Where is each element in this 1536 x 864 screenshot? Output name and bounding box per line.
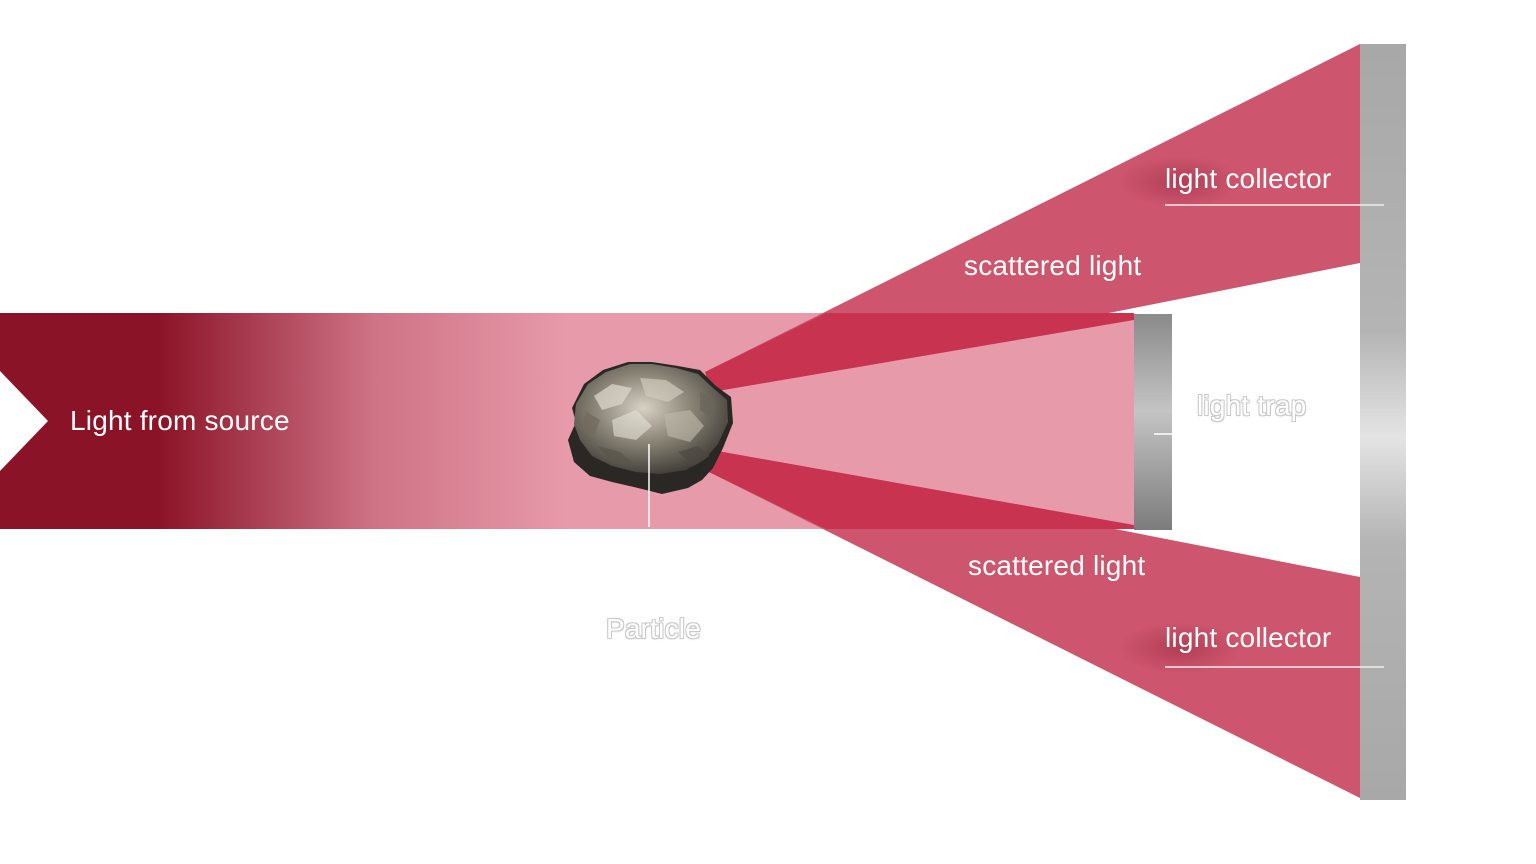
light-trap-label: light trap: [1197, 390, 1307, 421]
light-from-source-label: Light from source: [70, 405, 290, 436]
collector-label-shadow-top: [1118, 156, 1242, 208]
collector-label-shadow-bottom: [1118, 622, 1242, 674]
scattered-light-beam-bottom: [705, 450, 1360, 798]
particle-icon: [568, 362, 733, 494]
scatter-overlap-bottom: [705, 450, 1134, 529]
particle-label: Particle: [606, 613, 701, 644]
light-trap: [1134, 314, 1172, 530]
light-collector-label-bottom: light collector: [1165, 622, 1332, 653]
light-collector-label-top: light collector: [1165, 163, 1332, 194]
scattered-light-label-top: scattered light: [964, 250, 1142, 281]
light-collector: [1360, 44, 1406, 800]
scattered-light-label-bottom: scattered light: [968, 550, 1146, 581]
scattered-light-beam-top: [705, 44, 1360, 392]
scatter-overlap-top: [705, 313, 1134, 392]
